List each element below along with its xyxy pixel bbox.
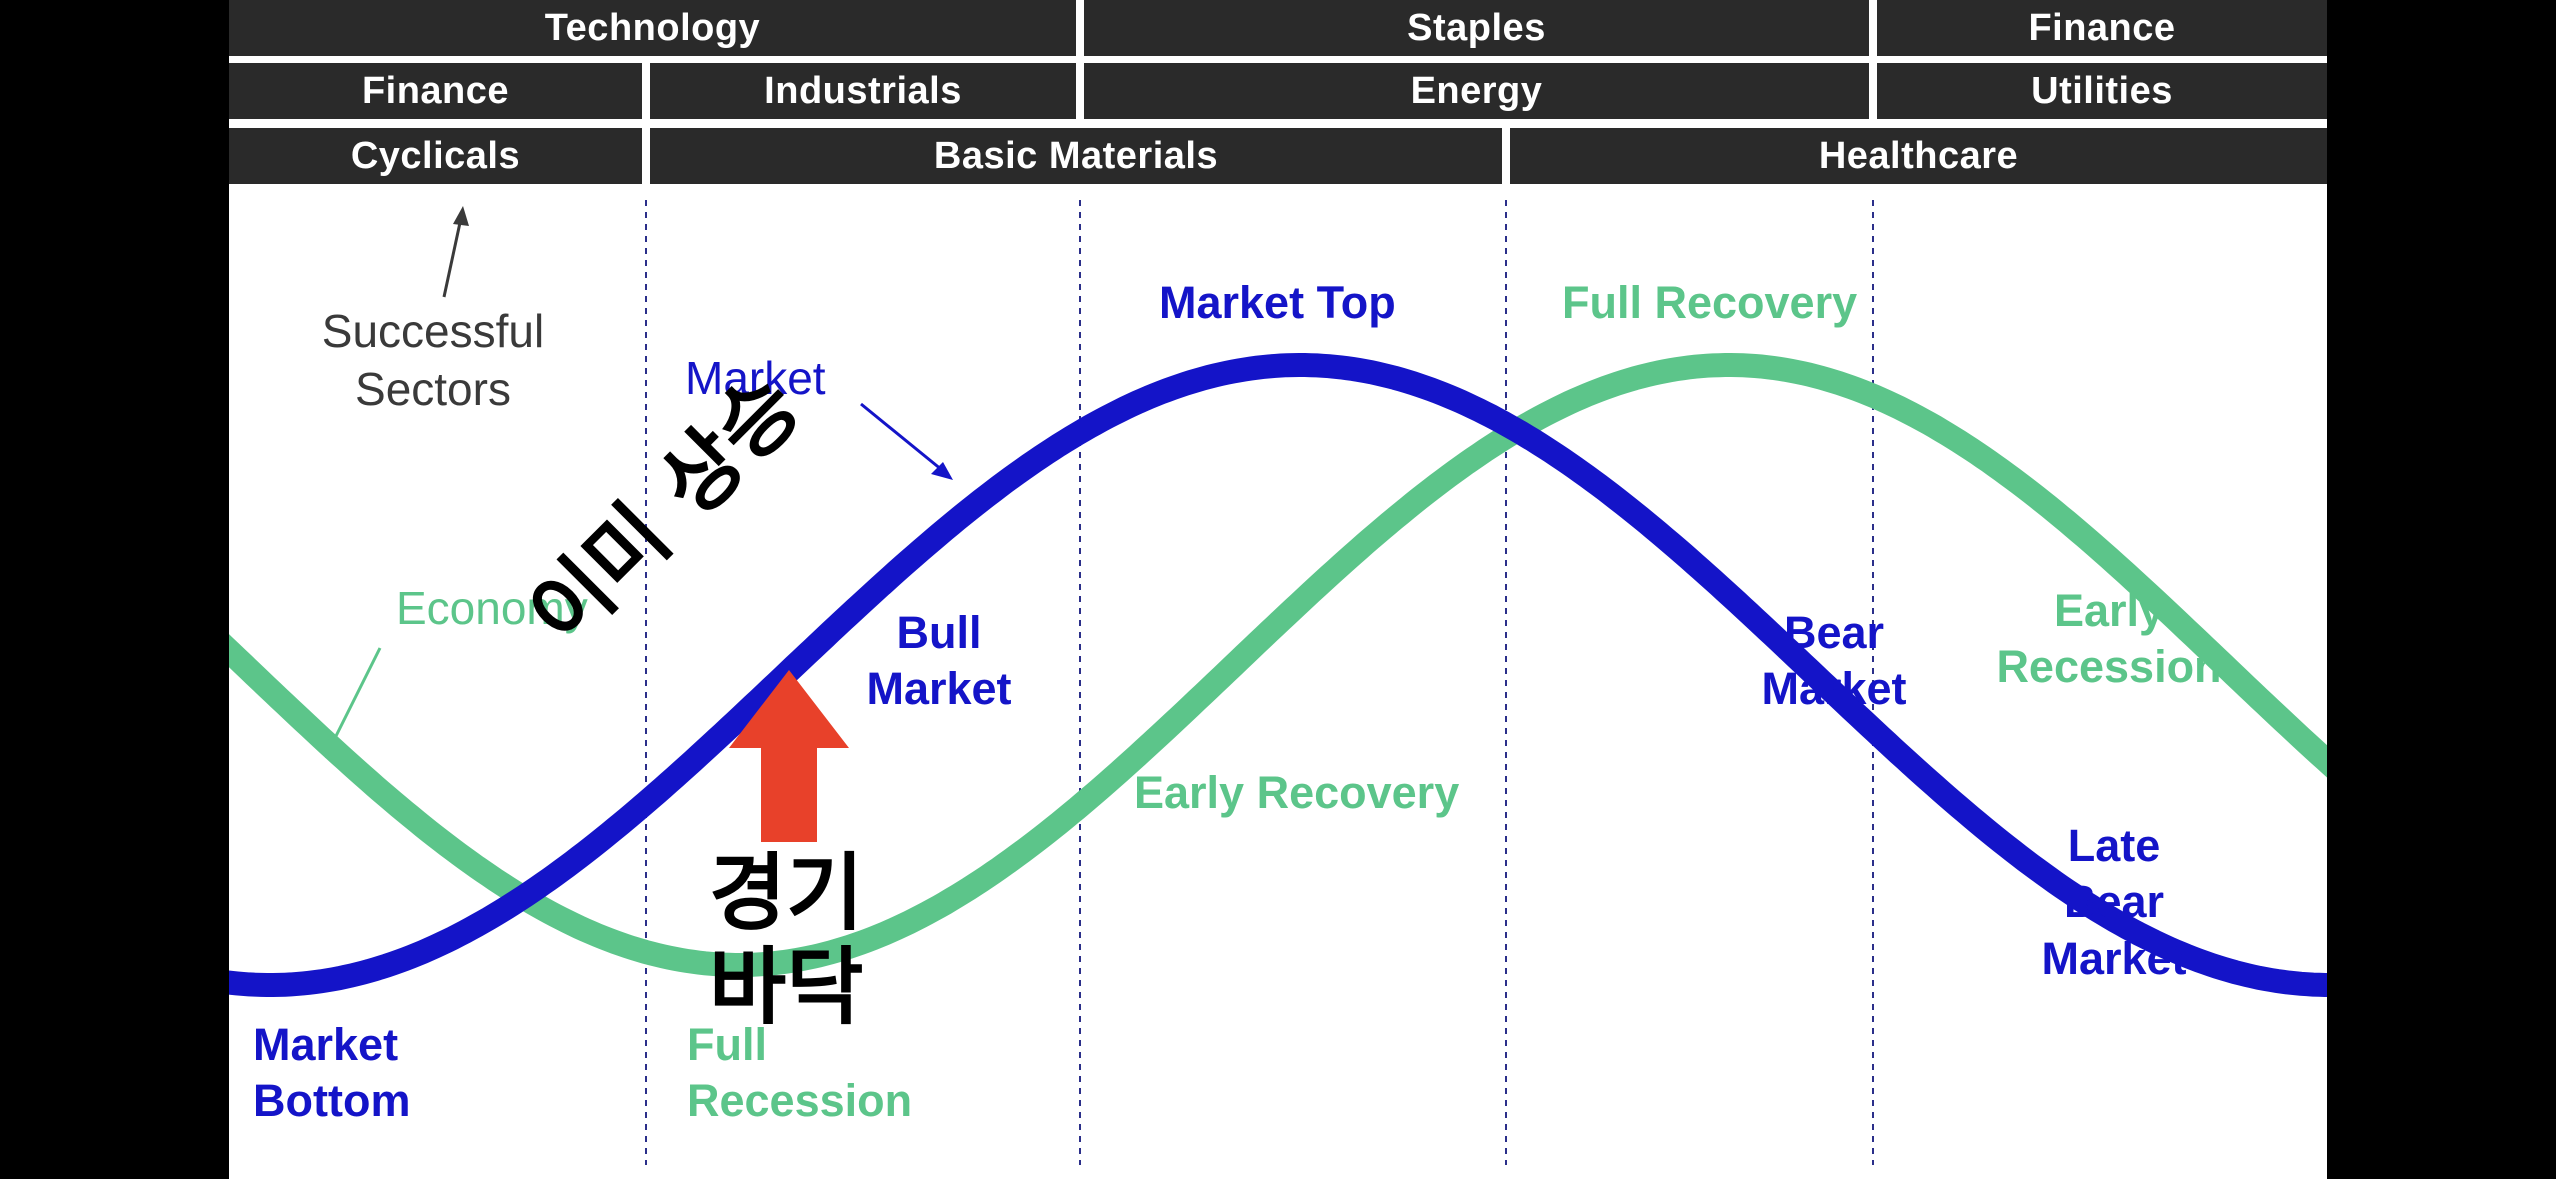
sector-staples: Staples <box>1084 0 1869 56</box>
successful-sectors-line-2: Sectors <box>355 362 511 415</box>
economy-pointer <box>330 647 382 745</box>
bear-market-label: Bear Market <box>1714 605 1954 718</box>
early-recession-label: Early Recession <box>1969 583 2249 696</box>
bear-market-line-1: Bear <box>1783 607 1885 658</box>
sector-technology: Technology <box>229 0 1076 56</box>
diagram-panel: Technology Staples Finance Finance Indus… <box>229 0 2327 1179</box>
market-annotation: Market <box>685 352 826 404</box>
early-recession-line-2: Recession <box>1996 641 2222 693</box>
sector-finance-top: Finance <box>1877 0 2327 56</box>
bull-market-line-1: Bull <box>896 607 982 658</box>
market-bottom-line-1: Market <box>253 1019 399 1070</box>
economy-annotation: Economy <box>396 582 588 634</box>
phase-dividers <box>645 200 1874 1165</box>
sector-energy: Energy <box>1084 63 1869 119</box>
economy-bottom-line-2: 바닥 <box>709 938 864 1037</box>
market-bottom-line-2: Bottom <box>253 1075 411 1127</box>
market-arrowhead-icon <box>931 462 953 480</box>
early-recovery-label: Early Recovery <box>1134 767 1460 818</box>
successful-sectors-label: Successful Sectors <box>273 303 593 418</box>
sector-basic-materials: Basic Materials <box>650 128 1502 184</box>
sector-finance: Finance <box>229 63 642 119</box>
full-recession-line-2: Recession <box>687 1075 913 1127</box>
successful-sectors-arrowhead-icon <box>453 206 469 226</box>
early-recession-line-1: Early <box>2053 585 2165 636</box>
sector-healthcare: Healthcare <box>1510 128 2327 184</box>
economy-bottom-line-1: 경기 <box>709 844 864 942</box>
market-curve <box>229 353 2327 997</box>
bull-market-line-2: Market <box>866 663 1012 715</box>
economy-bottom-overlay: 경기 바닥 <box>709 846 864 1034</box>
late-bear-market-line-3: Market <box>2041 932 2187 984</box>
market-bottom-label: Market Bottom <box>253 1017 410 1130</box>
sector-cyclicals: Cyclicals <box>229 128 642 184</box>
successful-sectors-line-1: Successful <box>321 305 545 357</box>
red-up-arrow-icon <box>729 670 849 842</box>
late-bear-market-line-1: Late <box>2067 820 2161 871</box>
sector-industrials: Industrials <box>650 63 1076 119</box>
successful-sectors-pointer <box>442 217 463 298</box>
cycle-graphic <box>229 200 2327 1165</box>
economy-curve <box>229 353 2327 977</box>
market-top-label: Market Top <box>1159 277 1396 328</box>
economy-arrowhead-icon <box>325 738 340 758</box>
full-recovery-label: Full Recovery <box>1562 277 1858 328</box>
sector-utilities: Utilities <box>1877 63 2327 119</box>
late-bear-market-label: Late Bear Market <box>1994 818 2234 987</box>
bear-market-line-2: Market <box>1761 663 1907 715</box>
bull-market-label: Bull Market <box>809 605 1069 718</box>
full-recession-label: Full Recession <box>687 1017 912 1130</box>
late-bear-market-line-2: Bear <box>2063 876 2165 928</box>
full-recession-line-1: Full <box>687 1019 767 1070</box>
market-pointer <box>860 402 943 472</box>
